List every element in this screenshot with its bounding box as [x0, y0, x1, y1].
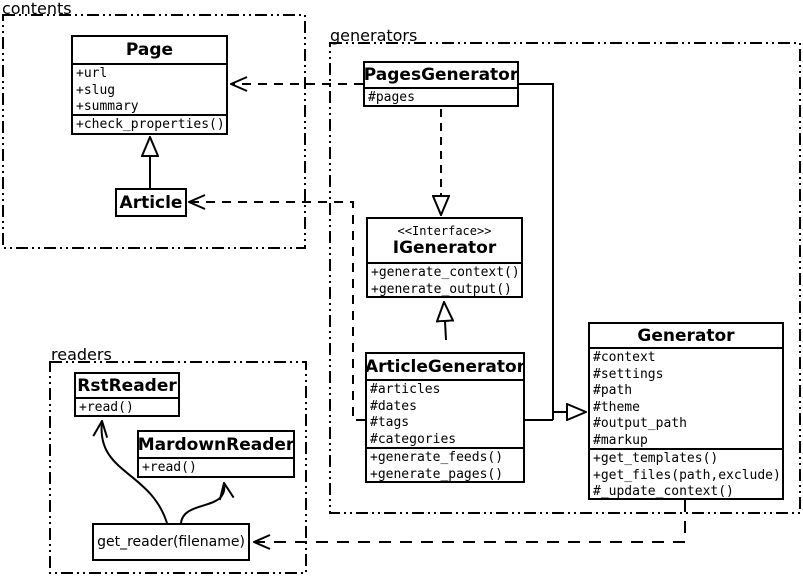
class-igenerator-stereotype: <<Interface>>: [397, 224, 492, 238]
attribute-row: #path: [593, 383, 633, 398]
attribute-row: +slug: [76, 82, 116, 98]
edge-articlegenerator-to-igenerator: [444, 302, 446, 341]
edge-generator-to-getreader: [254, 500, 686, 542]
method-row: +generate_context(): [371, 265, 520, 280]
class-articlegenerator: ArticleGenerator #articles #dates #tags …: [365, 352, 525, 483]
class-mardownreader-title: MardownReader: [137, 434, 295, 455]
method-row: +generate_output(): [371, 281, 512, 297]
attribute-row: #markup: [593, 432, 648, 448]
method-row: +check_properties(): [76, 117, 225, 132]
method-row: +get_templates(): [593, 451, 719, 466]
attribute-row: #settings: [593, 366, 664, 382]
class-mardownreader-methods: +read(): [139, 457, 293, 476]
class-pagesgenerator-title: PagesGenerator: [363, 65, 519, 85]
class-igenerator-methods: +generate_context() +generate_output(): [368, 262, 521, 296]
class-articlegenerator-title: ArticleGenerator: [365, 356, 525, 377]
edge-articlegenerator-to-article: [189, 202, 365, 421]
class-rstreader-methods: +read(): [76, 397, 178, 415]
attribute-row: #output_path: [593, 416, 687, 431]
attribute-row: +url: [76, 66, 108, 81]
package-readers-label: readers: [51, 345, 112, 364]
class-generator-attributes: #context #settings #path #theme #output_…: [590, 347, 782, 448]
class-pagesgenerator-attributes: #pages: [365, 87, 517, 105]
class-page-title: Page: [125, 40, 174, 60]
package-readers-border: [49, 361, 307, 574]
method-row: #_update_context(): [593, 484, 734, 499]
class-pagesgenerator: PagesGenerator #pages: [363, 61, 519, 107]
attribute-row: #context: [593, 350, 656, 365]
class-articlegenerator-attributes: #articles #dates #tags #categories: [367, 379, 523, 447]
class-mardownreader: MardownReader +read(): [137, 430, 295, 478]
package-generators-label: generators: [330, 26, 418, 45]
class-igenerator-title: IGenerator: [392, 238, 497, 258]
method-row: +generate_feeds(): [370, 450, 504, 465]
class-generator: Generator #context #settings #path #them…: [588, 322, 784, 500]
method-row: +get_files(path,exclude): [593, 467, 781, 483]
attribute-row: #categories: [370, 431, 457, 447]
edge-pagesgenerator-to-generator: [519, 83, 554, 420]
attribute-row: #theme: [593, 399, 640, 415]
attribute-row: +summary: [76, 99, 139, 114]
class-article-title: Article: [119, 192, 183, 213]
class-rstreader: RstReader +read(): [74, 372, 180, 417]
attribute-row: #pages: [368, 90, 415, 105]
class-generator-title: Generator: [637, 325, 735, 346]
method-row: +read(): [142, 460, 197, 475]
edge-getreader-to-rstreader: [102, 421, 168, 524]
function-get-reader: get_reader(filename): [92, 523, 250, 561]
attribute-row: #tags: [370, 415, 410, 430]
method-row: +generate_pages(): [370, 466, 504, 482]
package-generators-border: [329, 42, 801, 514]
attribute-row: #articles: [370, 382, 441, 397]
class-generator-methods: +get_templates() +get_files(path,exclude…: [590, 448, 782, 498]
method-row: +read(): [79, 400, 134, 415]
class-page-attributes: +url +slug +summary: [73, 63, 226, 114]
class-page-methods: +check_properties(): [73, 114, 226, 133]
attribute-row: #dates: [370, 398, 417, 414]
class-igenerator-header: <<Interface>> IGenerator: [368, 219, 521, 262]
class-articlegenerator-methods: +generate_feeds() +generate_pages(): [367, 447, 523, 481]
class-page: Page +url +slug +summary +check_properti…: [71, 35, 228, 135]
edge-getreader-to-mardownreader: [180, 483, 224, 524]
class-igenerator: <<Interface>> IGenerator +generate_conte…: [366, 217, 523, 298]
class-article: Article: [115, 188, 187, 217]
package-contents-label: contents: [2, 0, 72, 18]
package-contents-border: [2, 14, 306, 249]
class-rstreader-title: RstReader: [77, 375, 177, 396]
